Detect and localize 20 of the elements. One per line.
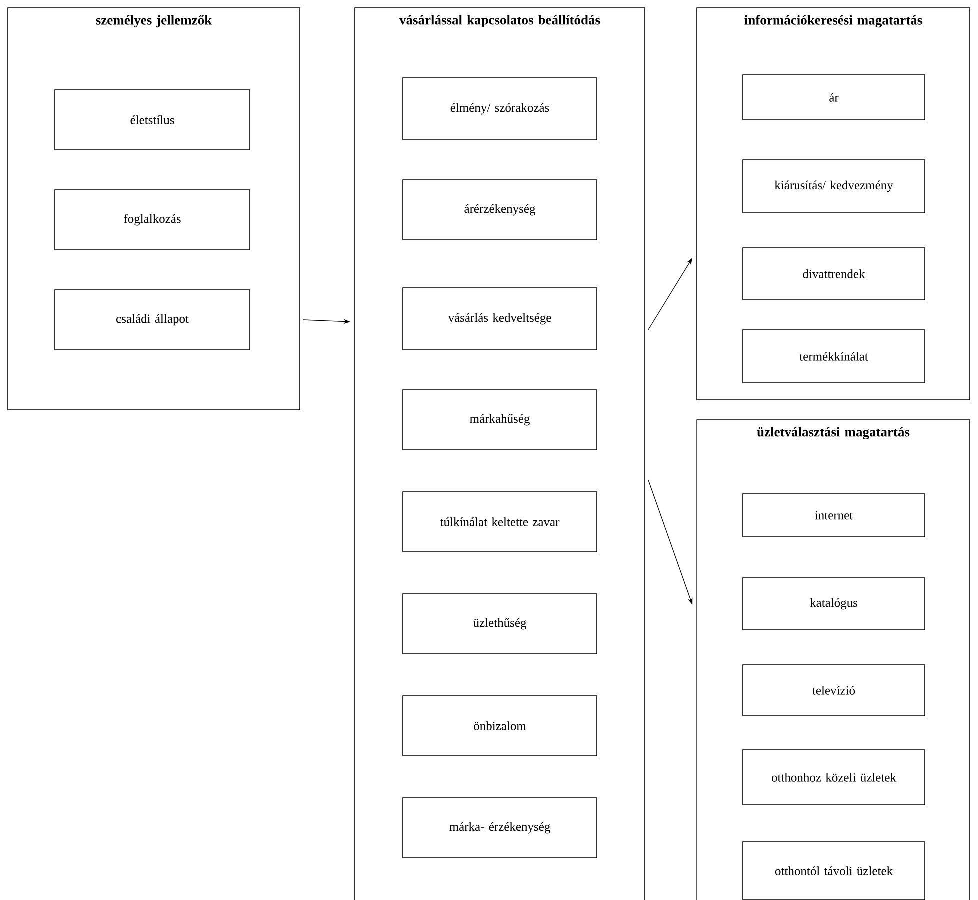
item-box: árérzékenység bbox=[402, 180, 598, 240]
item-box: önbizalom bbox=[402, 696, 598, 756]
item-box: foglalkozás bbox=[54, 190, 250, 250]
item-box: katalógus bbox=[742, 578, 926, 630]
item-box: túlkínálat keltette zavar bbox=[402, 492, 598, 552]
item-box: ár bbox=[742, 74, 926, 120]
item-box: internet bbox=[742, 494, 926, 538]
item-box: márkahűség bbox=[402, 390, 598, 450]
item-box: termékkínálat bbox=[742, 330, 926, 384]
item-box: vásárlás kedveltsége bbox=[402, 288, 598, 350]
item-box: divattrendek bbox=[742, 248, 926, 300]
item-box: családi állapot bbox=[54, 290, 250, 350]
item-box: üzlethűség bbox=[402, 594, 598, 654]
item-box: élmény/ szórakozás bbox=[402, 78, 598, 140]
item-box: márka- érzékenység bbox=[402, 798, 598, 858]
item-box: otthontól távoli üzletek bbox=[742, 842, 926, 900]
item-box: otthonhoz közeli üzletek bbox=[742, 750, 926, 806]
item-box: kiárusítás/ kedvezmény bbox=[742, 160, 926, 214]
item-box: televízió bbox=[742, 664, 926, 716]
item-box: életstílus bbox=[54, 90, 250, 150]
